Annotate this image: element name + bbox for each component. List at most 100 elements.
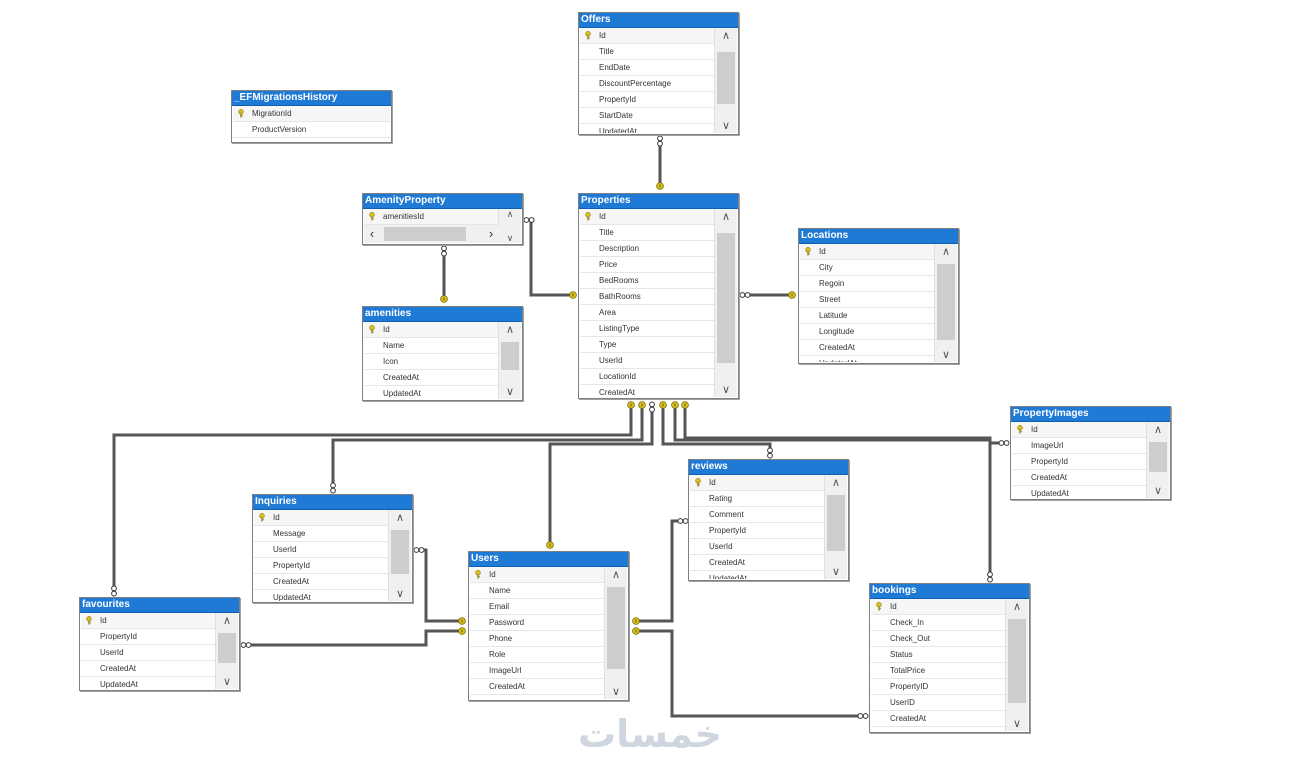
scroll-right-icon[interactable]: ›: [488, 226, 494, 241]
column-row[interactable]: DiscountPercentage: [580, 76, 716, 92]
column-row[interactable]: UserId: [81, 645, 217, 661]
column-row[interactable]: Id: [580, 28, 716, 44]
scroll-thumb[interactable]: [1149, 442, 1167, 472]
column-row[interactable]: Phone: [470, 631, 606, 647]
column-row[interactable]: Id: [81, 613, 217, 629]
relationship-inquiries-users[interactable]: [413, 547, 466, 625]
column-row[interactable]: CreatedAt: [254, 574, 390, 590]
column-row[interactable]: Id: [800, 244, 936, 260]
column-row[interactable]: Id: [1012, 422, 1148, 438]
column-row[interactable]: Email: [470, 599, 606, 615]
relationship-reviews-properties[interactable]: [659, 401, 773, 459]
column-row[interactable]: UserId: [690, 539, 826, 555]
column-row[interactable]: UpdatedAt: [690, 571, 826, 579]
column-row[interactable]: Type: [580, 337, 716, 353]
scroll-down-icon[interactable]: ∨: [941, 349, 951, 361]
relationship-offers-properties[interactable]: [656, 135, 664, 190]
column-row[interactable]: UpdatedAt: [871, 727, 1007, 731]
table-title[interactable]: Users: [469, 552, 628, 567]
scroll-thumb[interactable]: [1008, 619, 1026, 703]
column-row[interactable]: Id: [364, 322, 500, 338]
scroll-thumb[interactable]: [717, 52, 735, 104]
column-row[interactable]: Id: [470, 567, 606, 583]
column-row[interactable]: Rating: [690, 491, 826, 507]
scroll-thumb[interactable]: [501, 342, 519, 370]
column-row[interactable]: CreatedAt: [81, 661, 217, 677]
column-row[interactable]: StartDate: [580, 108, 716, 124]
column-row[interactable]: Street: [800, 292, 936, 308]
scroll-down-icon[interactable]: ∨: [395, 588, 405, 600]
scroll-thumb[interactable]: [391, 530, 409, 574]
relationship-favourites-users[interactable]: [240, 627, 466, 648]
table-title[interactable]: amenities: [363, 307, 522, 322]
column-row[interactable]: PropertyId: [81, 629, 217, 645]
scroll-up-icon[interactable]: ∧: [721, 211, 731, 223]
relationship-reviews-users[interactable]: [632, 518, 689, 625]
column-row[interactable]: PropertyId: [1012, 454, 1148, 470]
scroll-left-icon[interactable]: ‹: [369, 226, 375, 241]
column-row[interactable]: Title: [580, 225, 716, 241]
scroll-thumb[interactable]: [218, 633, 236, 663]
column-row[interactable]: Comment: [690, 507, 826, 523]
column-row[interactable]: PropertyId: [690, 523, 826, 539]
relationship-users-properties[interactable]: [546, 401, 655, 549]
scroll-thumb[interactable]: [717, 233, 735, 363]
scroll-up-icon[interactable]: ∧: [1153, 424, 1163, 436]
table-title[interactable]: favourites: [80, 598, 239, 613]
column-row[interactable]: Name: [364, 338, 500, 354]
column-row[interactable]: ProductVersion: [233, 122, 390, 138]
relationship-locations-properties[interactable]: [739, 291, 796, 299]
column-row[interactable]: PropertyId: [580, 92, 716, 108]
column-row[interactable]: MigrationId: [233, 106, 390, 122]
vertical-scrollbar[interactable]: ∧∨: [498, 322, 521, 399]
column-row[interactable]: Id: [254, 510, 390, 526]
scroll-down-icon[interactable]: ∨: [1153, 485, 1163, 497]
scroll-down-icon[interactable]: ∨: [721, 120, 731, 132]
column-row[interactable]: Id: [580, 209, 716, 225]
column-row[interactable]: UserId: [580, 353, 716, 369]
column-row[interactable]: Regoin: [800, 276, 936, 292]
column-row[interactable]: City: [800, 260, 936, 276]
column-row[interactable]: Password: [470, 615, 606, 631]
scroll-up-icon[interactable]: ∧: [222, 615, 232, 627]
column-row[interactable]: UpdatedAt: [1012, 486, 1148, 498]
scroll-down-icon[interactable]: ∨: [721, 384, 731, 396]
column-row[interactable]: Check_In: [871, 615, 1007, 631]
vertical-scrollbar[interactable]: ∧∨: [388, 510, 411, 601]
scroll-up-icon[interactable]: ∧: [1012, 601, 1022, 613]
horizontal-scrollbar[interactable]: ‹›: [364, 225, 499, 243]
column-row[interactable]: Description: [580, 241, 716, 257]
scroll-up-icon[interactable]: ∧: [611, 569, 621, 581]
column-row[interactable]: Message: [254, 526, 390, 542]
scroll-down-icon[interactable]: ∨: [222, 676, 232, 688]
scroll-thumb[interactable]: [607, 587, 625, 669]
column-row[interactable]: UpdatedAt: [364, 386, 500, 399]
column-row[interactable]: UpdatedAt: [81, 677, 217, 689]
vertical-scrollbar[interactable]: ∧∨: [1005, 599, 1028, 731]
column-row[interactable]: PropertyID: [871, 679, 1007, 695]
relationship-propertyimages-properties[interactable]: [681, 401, 1010, 446]
table-title[interactable]: PropertyImages: [1011, 407, 1170, 422]
column-row[interactable]: ImageUrl: [1012, 438, 1148, 454]
scroll-up-icon[interactable]: ∧: [505, 324, 515, 336]
column-row[interactable]: UpdatedAt: [470, 695, 606, 699]
scroll-up-icon[interactable]: ∧: [941, 246, 951, 258]
column-row[interactable]: EndDate: [580, 60, 716, 76]
table-title[interactable]: bookings: [870, 584, 1029, 599]
column-row[interactable]: Name: [470, 583, 606, 599]
column-row[interactable]: Icon: [364, 354, 500, 370]
scroll-up-icon[interactable]: ∧: [395, 512, 405, 524]
column-row[interactable]: CreatedAt: [871, 711, 1007, 727]
column-row[interactable]: CreatedAt: [1012, 470, 1148, 486]
vertical-scrollbar[interactable]: ∧∨: [215, 613, 238, 689]
relationship-amenityproperty-amenities[interactable]: [440, 245, 448, 303]
column-row[interactable]: amenitiesId: [364, 209, 500, 225]
vertical-scrollbar[interactable]: ∧∨: [498, 209, 521, 243]
column-row[interactable]: CreatedAt: [364, 370, 500, 386]
column-row[interactable]: ImageUrl: [470, 663, 606, 679]
